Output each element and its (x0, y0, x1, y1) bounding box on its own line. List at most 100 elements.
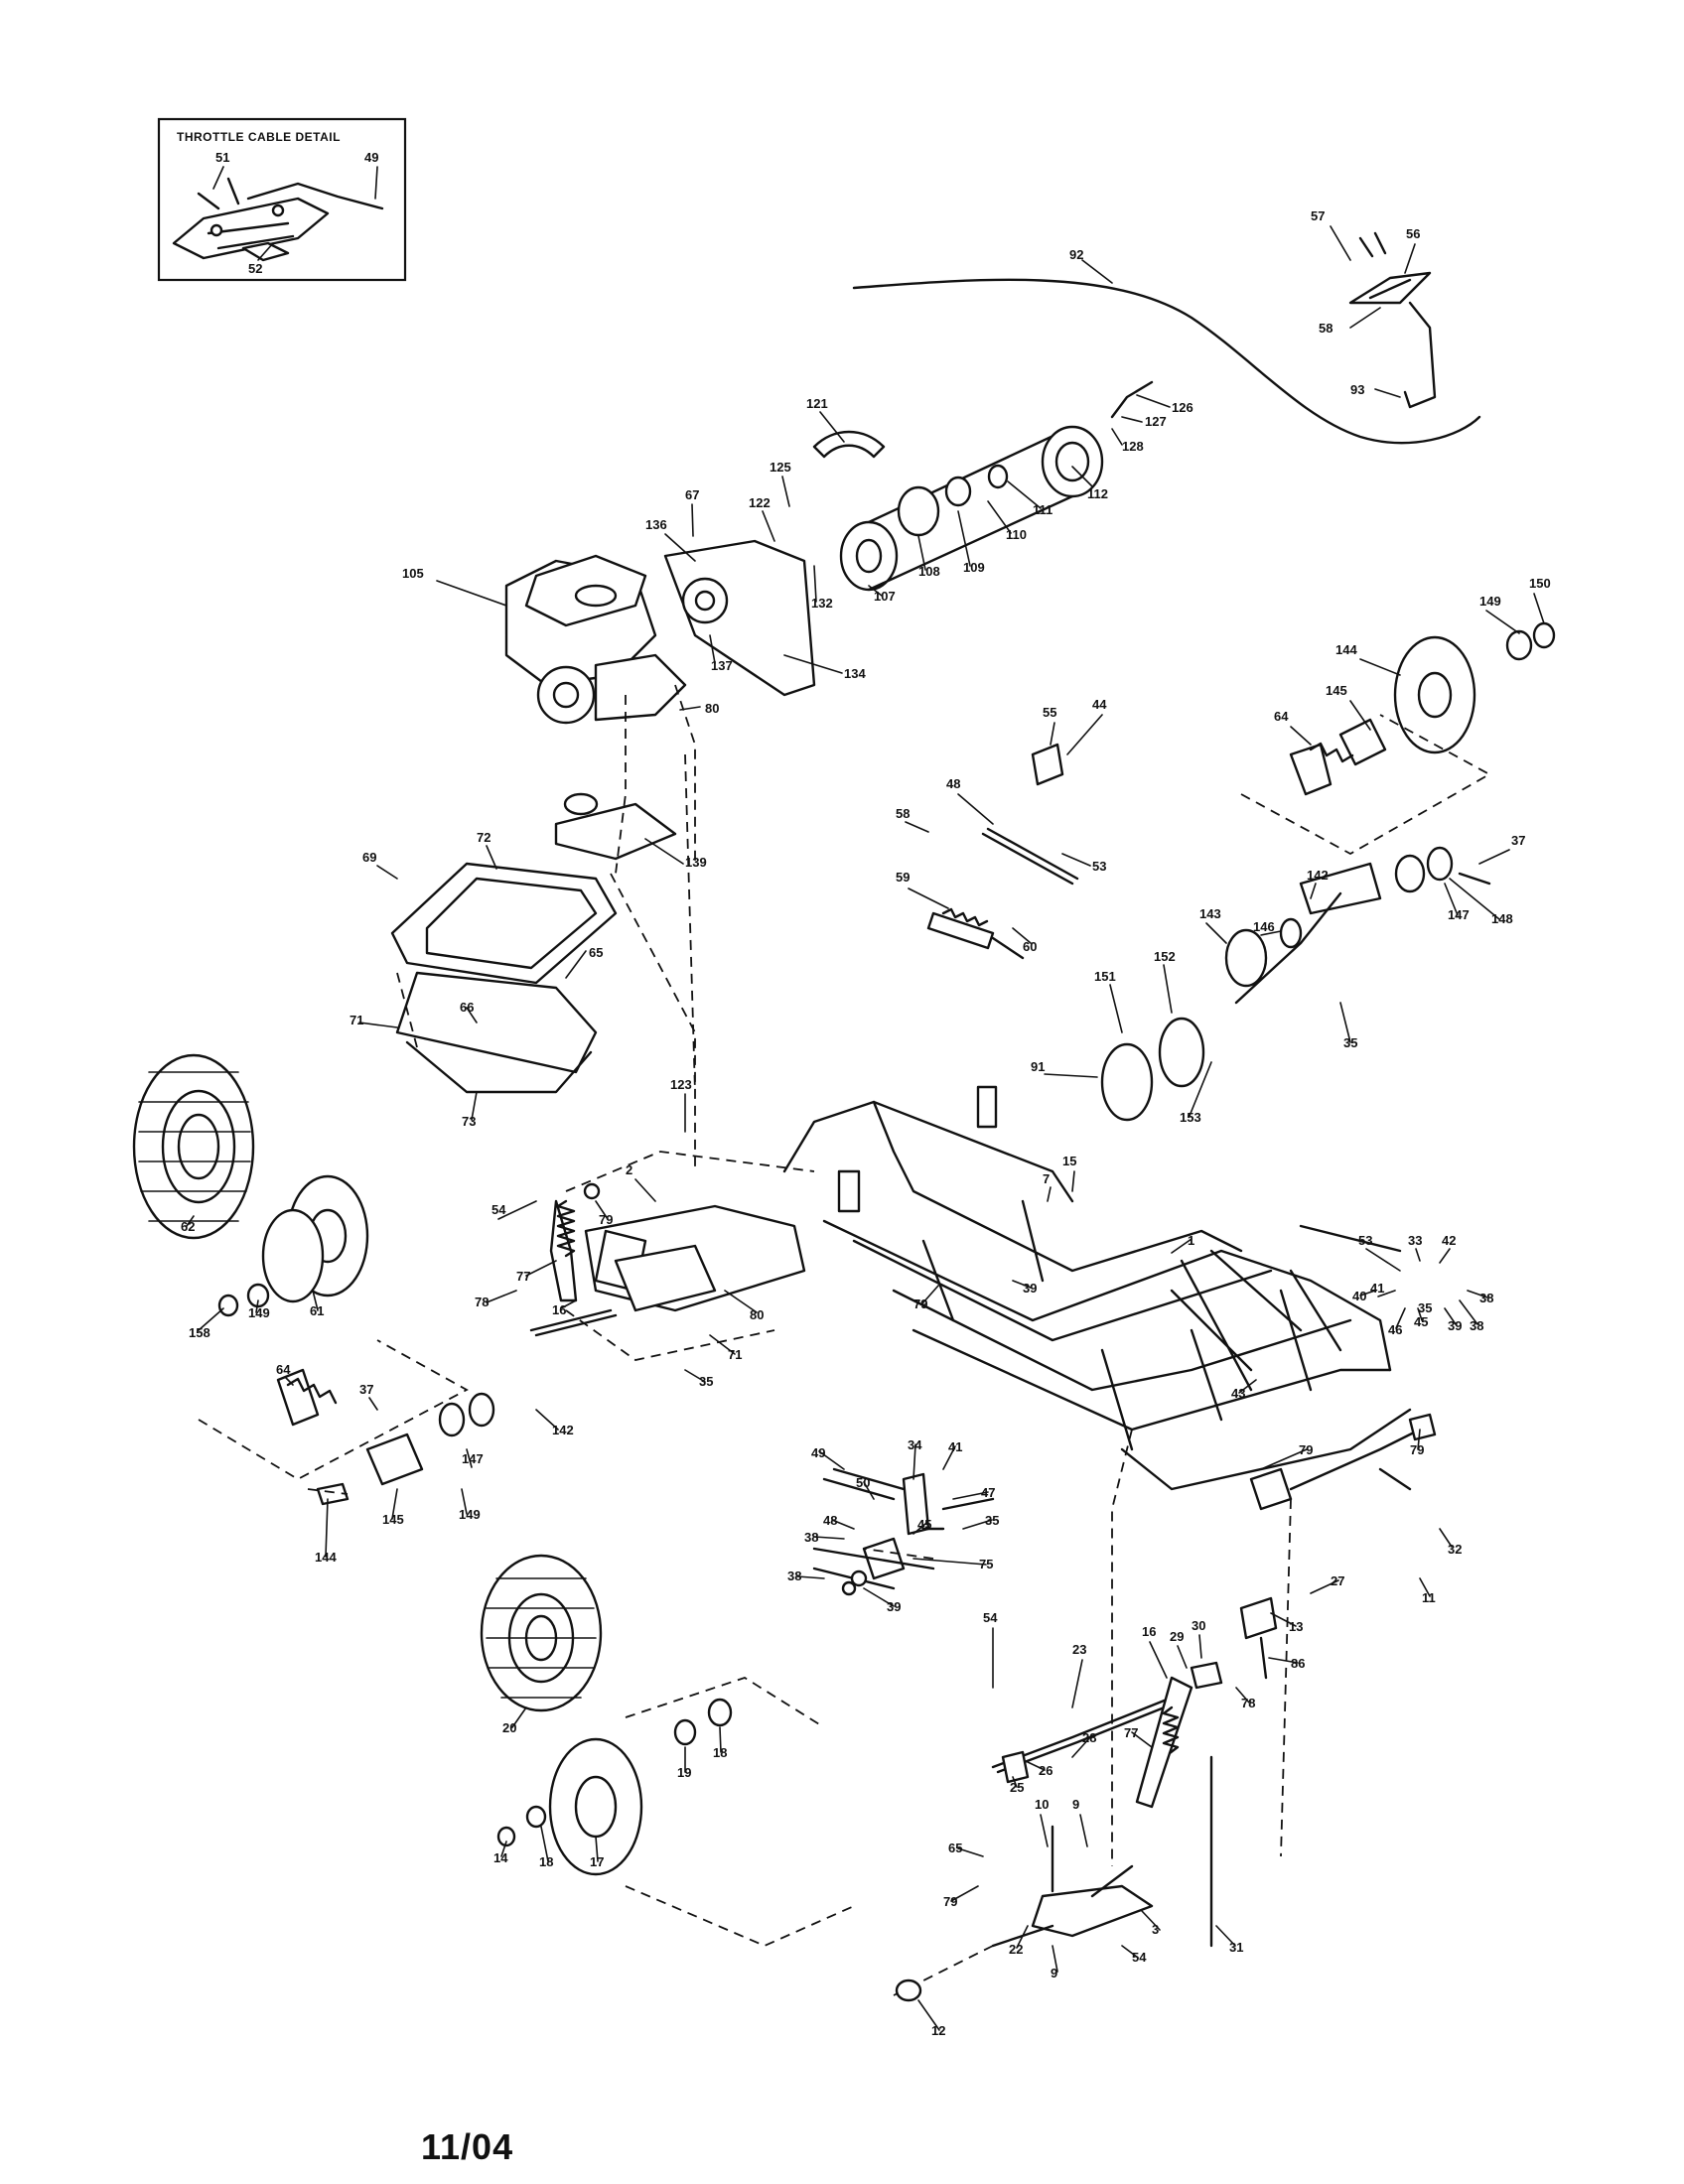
callout-121: 121 (806, 396, 828, 411)
callout-136: 136 (645, 517, 667, 532)
callout-122: 122 (749, 495, 771, 510)
callout-46: 46 (1388, 1322, 1402, 1337)
callout-51: 51 (215, 150, 229, 165)
brake-assembly (1100, 846, 1491, 1122)
callout-35b: 35 (699, 1374, 713, 1389)
callout-38: 38 (1470, 1318, 1483, 1333)
pedal-linkage (926, 743, 1079, 960)
callout-42: 42 (1442, 1233, 1456, 1248)
callout-22: 22 (1009, 1942, 1023, 1957)
assembly-leaders (396, 684, 934, 1560)
callout-53: 53 (1092, 859, 1106, 874)
callout-61: 61 (310, 1303, 324, 1318)
callout-10: 10 (1035, 1797, 1049, 1812)
callout-15: 15 (1062, 1154, 1076, 1168)
callout-58b: 58 (896, 806, 910, 821)
callout-148: 148 (1491, 911, 1513, 926)
callout-128: 128 (1122, 439, 1144, 454)
front-tire (480, 1554, 603, 1712)
callout-150: 150 (1529, 576, 1551, 591)
rear-left-tire (132, 1053, 255, 1240)
callout-16b: 16 (1142, 1624, 1156, 1639)
callout-38c: 38 (804, 1530, 818, 1545)
main-frame (782, 1085, 1412, 1491)
callout-149c: 149 (459, 1507, 481, 1522)
callout-60: 60 (1023, 939, 1037, 954)
callout-107: 107 (874, 589, 896, 604)
callout-54b: 54 (983, 1610, 998, 1625)
callout-45: 45 (1414, 1314, 1428, 1329)
callout-43: 43 (1231, 1386, 1245, 1401)
throttle-cable (852, 278, 1481, 445)
callout-79d: 79 (1410, 1442, 1424, 1457)
callout-9: 9 (1072, 1797, 1079, 1812)
callout-57: 57 (1311, 208, 1325, 223)
callout-19: 19 (677, 1765, 691, 1780)
callout-127: 127 (1145, 414, 1167, 429)
callout-79b: 79 (913, 1297, 927, 1311)
callout-37b: 37 (359, 1382, 373, 1397)
callout-53b: 53 (1358, 1233, 1372, 1248)
engine-mount-bracket (554, 792, 677, 861)
rear-right-hub (1240, 621, 1556, 856)
callout-14: 14 (493, 1850, 508, 1865)
callout-151: 151 (1094, 969, 1116, 984)
callout-56: 56 (1406, 226, 1420, 241)
clutch-cover-assembly (663, 380, 1154, 697)
callout-12: 12 (931, 2023, 945, 2038)
callout-3: 3 (1152, 1922, 1159, 1937)
front-rim (496, 1677, 855, 1947)
callout-139: 139 (685, 855, 707, 870)
callout-41: 41 (1370, 1281, 1384, 1296)
callout-37: 37 (1511, 833, 1525, 848)
callout-62: 62 (181, 1219, 195, 1234)
callout-54: 54 (491, 1202, 506, 1217)
callout-44: 44 (1092, 697, 1107, 712)
callout-79e: 79 (943, 1894, 957, 1909)
callout-7: 7 (1043, 1171, 1050, 1186)
engine (504, 554, 687, 725)
callout-35c: 35 (1418, 1300, 1432, 1315)
callout-2: 2 (626, 1162, 632, 1177)
callout-71: 71 (350, 1013, 363, 1027)
callout-78b: 78 (1241, 1696, 1255, 1710)
callout-73: 73 (462, 1114, 476, 1129)
callout-79: 79 (599, 1212, 613, 1227)
callout-52: 52 (248, 261, 262, 276)
seat-and-pan (390, 862, 618, 1094)
callout-142b: 142 (552, 1423, 574, 1437)
callout-146: 146 (1253, 919, 1275, 934)
callout-48b: 48 (823, 1513, 837, 1528)
brake-pedal-cluster (812, 1467, 995, 1596)
callout-17: 17 (590, 1854, 604, 1869)
callout-54c: 54 (1132, 1950, 1147, 1965)
callout-67: 67 (685, 487, 699, 502)
callout-152: 152 (1154, 949, 1176, 964)
callout-145b: 145 (382, 1512, 404, 1527)
callout-125: 125 (770, 460, 791, 475)
callout-65b: 65 (948, 1841, 962, 1855)
rear-left-rim (261, 1174, 369, 1303)
callout-20: 20 (502, 1720, 516, 1735)
callout-40: 40 (1352, 1289, 1366, 1303)
inset-title: THROTTLE CABLE DETAIL (177, 130, 341, 144)
callout-11: 11 (1422, 1590, 1436, 1605)
rear-left-axle (529, 1151, 815, 1361)
revision-date: 11/04 (421, 2126, 514, 2167)
callout-55: 55 (1043, 705, 1056, 720)
callout-144: 144 (1335, 642, 1357, 657)
callout-26: 26 (1039, 1763, 1052, 1778)
callout-69: 69 (362, 850, 376, 865)
callout-77b: 77 (1124, 1725, 1138, 1740)
callout-132: 132 (811, 596, 833, 611)
callout-48: 48 (946, 776, 960, 791)
callout-110: 110 (1006, 527, 1027, 542)
callout-labels: 49 51 52 57 56 58 92 93 126 127 128 121 … (181, 150, 1551, 2038)
callout-39b: 39 (1448, 1318, 1462, 1333)
springs (286, 742, 1354, 1755)
callout-30: 30 (1192, 1618, 1205, 1633)
callout-123: 123 (670, 1077, 692, 1092)
callout-158: 158 (189, 1325, 210, 1340)
